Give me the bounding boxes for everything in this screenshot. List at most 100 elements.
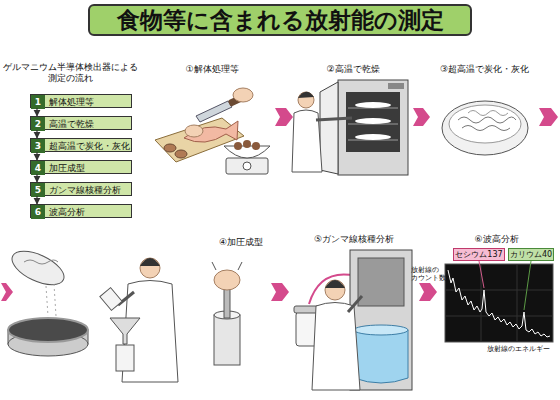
peak-tag: セシウム137: [453, 248, 505, 261]
flow-arrow: [36, 152, 37, 160]
step-number: 2: [31, 117, 45, 131]
peak-tag: カリウム40: [508, 248, 554, 261]
axis-label: 放射線の カウント数: [411, 266, 445, 282]
dewar: [354, 330, 408, 383]
step-caption: ③超高温で炭化・灰化: [431, 64, 538, 75]
arm: [316, 118, 352, 120]
grid-line: [445, 290, 553, 291]
process-box: 4 加圧成型: [30, 160, 132, 174]
dish: [355, 102, 391, 108]
oven: [338, 80, 408, 175]
fish-piece: [243, 140, 251, 148]
illustration-panel: ③超高温で炭化・灰化: [431, 64, 538, 177]
step-caption: ④加圧成型: [219, 237, 263, 248]
oven-door: [320, 82, 338, 174]
step-number: 1: [31, 95, 45, 109]
drying-illustration: [292, 80, 408, 175]
illustration-panel: ②高温で乾燥: [294, 64, 412, 177]
hair: [140, 258, 160, 266]
falling-ash: [54, 284, 56, 316]
dish: [355, 134, 391, 140]
step-chevron: [271, 283, 289, 301]
hair: [298, 92, 314, 98]
step-chevron: [419, 283, 437, 301]
fish-piece: [234, 142, 242, 150]
lab-coat: [312, 303, 360, 391]
step-label: 超高温で炭化・灰化: [49, 139, 130, 153]
ashing-illustration: [442, 101, 528, 155]
hand: [185, 125, 203, 137]
beaker: [100, 288, 122, 311]
cutting-illustration: [155, 88, 270, 174]
leader-line: [479, 261, 484, 288]
hand: [233, 88, 253, 102]
step-number: 3: [31, 139, 45, 153]
step-label: 波高分析: [49, 205, 85, 219]
motion-line: [238, 262, 242, 270]
step-chevron: [1, 108, 558, 301]
grid-line: [517, 264, 518, 342]
title-banner: 食物等に含まれる放射能の測定: [88, 4, 472, 36]
flow-heading: ゲルマニウム半導体検出器による 測定の流れ: [2, 62, 138, 84]
step-caption: ⑥波高分析: [438, 234, 555, 245]
sieve-mesh: [8, 318, 88, 342]
fish-piece: [252, 142, 260, 150]
ash: [458, 117, 516, 123]
motion-line: [212, 262, 216, 270]
hand: [214, 270, 240, 290]
ash: [462, 126, 510, 131]
process-box: 3 超高温で炭化・灰化: [30, 138, 132, 152]
fish-piece: [175, 150, 187, 158]
illustration-panel: ⑥波高分析セシウム137 カリウム40: [438, 234, 555, 396]
head: [325, 280, 345, 300]
flow-arrow: [36, 130, 37, 138]
press-cylinder: [214, 315, 240, 365]
head: [140, 258, 160, 278]
bowl: [442, 101, 528, 155]
shield-cabinet: [350, 250, 412, 390]
detector-illustration: [294, 250, 412, 390]
step-label: 加圧成型: [49, 161, 85, 175]
illustration-panel: ④加圧成型: [14, 234, 270, 396]
bowl: [7, 244, 69, 291]
bowl-inside: [449, 105, 521, 143]
illustration-panel: ⑤ガンマ線核種分析: [290, 234, 418, 396]
falling-ash: [46, 286, 48, 316]
nuclide-label: カリウム40: [509, 249, 553, 261]
process-box: 5ガンマ線核種分析: [30, 182, 132, 196]
spectrum-chart: [445, 261, 553, 342]
flow-arrow: [36, 108, 37, 116]
dish: [355, 118, 391, 124]
pressing-illustration: [7, 244, 242, 382]
ash: [468, 111, 508, 116]
step-label: 解体処理等: [49, 95, 94, 109]
hair: [325, 280, 345, 288]
axis-label: 放射線のエネルギー: [487, 345, 557, 353]
knife-blade: [196, 101, 232, 122]
cutting-board: [155, 118, 244, 162]
step-label: 高温で乾燥: [49, 117, 94, 131]
flow-arrow: [36, 174, 37, 182]
leader-line: [524, 261, 531, 310]
oven-inside: [346, 92, 400, 152]
step-number: 5: [31, 183, 45, 197]
pointer-arrow: [309, 275, 356, 304]
illustration-panel: ①解体処理等: [150, 64, 274, 177]
step-caption: ①解体処理等: [150, 64, 274, 75]
step-chevron: [275, 108, 293, 126]
process-box: 1 解体処理等: [30, 94, 132, 108]
fish: [184, 121, 238, 142]
process-box: 6波高分析: [30, 204, 132, 218]
step-caption: ⑤ガンマ線核種分析: [290, 234, 418, 245]
nuclide-label: セシウム137: [454, 249, 504, 261]
ash: [24, 260, 58, 264]
spectrum-line: [448, 270, 550, 337]
fish-piece: [164, 144, 176, 152]
flow-arrow: [36, 196, 37, 204]
step-number: 4: [31, 161, 45, 175]
funnel: [110, 318, 140, 344]
head: [298, 92, 314, 108]
